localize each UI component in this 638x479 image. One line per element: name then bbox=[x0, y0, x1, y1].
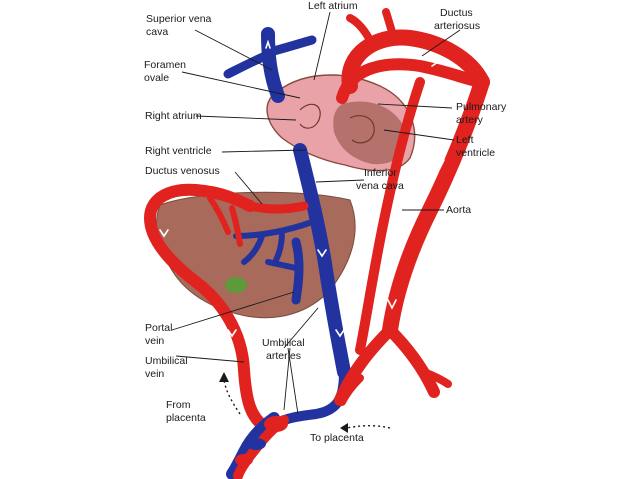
iliac-left-branch bbox=[338, 374, 364, 406]
label-pulmonary-artery: Pulmonary artery bbox=[456, 101, 509, 126]
inferior-vena-cava bbox=[293, 143, 351, 379]
label-right-ventricle: Right ventricle bbox=[145, 145, 212, 157]
label-to-placenta: To placenta bbox=[310, 432, 364, 444]
label-from-placenta: From placenta bbox=[166, 399, 206, 424]
arch-branch-1 bbox=[346, 14, 376, 48]
ductus-arteriosus bbox=[336, 58, 488, 104]
umbilical-vein bbox=[143, 183, 276, 436]
label-aorta: Aorta bbox=[446, 204, 471, 216]
heart-chamber-lines bbox=[299, 103, 375, 144]
umbilical-cord bbox=[226, 412, 289, 479]
label-ductus-arteriosus: Ductus arteriosus bbox=[434, 7, 480, 32]
iliac-right bbox=[384, 324, 440, 398]
portal-vein bbox=[291, 237, 304, 305]
labels: Superior vena cava Left atrium Ductus ar… bbox=[144, 0, 509, 444]
label-ductus-venosus: Ductus venosus bbox=[145, 165, 220, 177]
superior-vena-cava bbox=[261, 27, 285, 103]
aortic-arch bbox=[341, 29, 490, 94]
label-portal-vein: Portal vein bbox=[145, 322, 175, 347]
iliac-right-branch bbox=[420, 368, 452, 388]
label-left-ventricle: Left ventricle bbox=[456, 134, 495, 159]
hepatic-veins bbox=[233, 219, 315, 265]
ductus-venosus bbox=[245, 201, 309, 214]
label-right-atrium: Right atrium bbox=[145, 110, 202, 122]
label-left-atrium: Left atrium bbox=[308, 0, 358, 12]
gallbladder bbox=[225, 277, 247, 293]
umbilical-vein-liver-branches bbox=[207, 195, 243, 247]
label-inferior-vena-cava: Inferior vena cava bbox=[356, 167, 404, 192]
svc-branch-left bbox=[223, 50, 273, 79]
arch-branch-2 bbox=[382, 8, 398, 42]
flow-arrows bbox=[159, 39, 445, 338]
svc-branch-right bbox=[265, 35, 317, 57]
placenta-flow-arrows bbox=[219, 372, 391, 433]
label-foramen-ovale: Foramen ovale bbox=[144, 59, 189, 84]
label-umbilical-arteries: Umbilical arteries bbox=[262, 337, 308, 362]
descending-aorta-inner bbox=[355, 77, 425, 355]
leader-lines bbox=[171, 11, 461, 415]
label-umbilical-vein: Umbilical vein bbox=[145, 355, 191, 380]
arterial-vessels bbox=[143, 8, 490, 436]
label-superior-vena-cava: Superior vena cava bbox=[146, 13, 214, 38]
portal-vein-branch bbox=[265, 259, 299, 271]
